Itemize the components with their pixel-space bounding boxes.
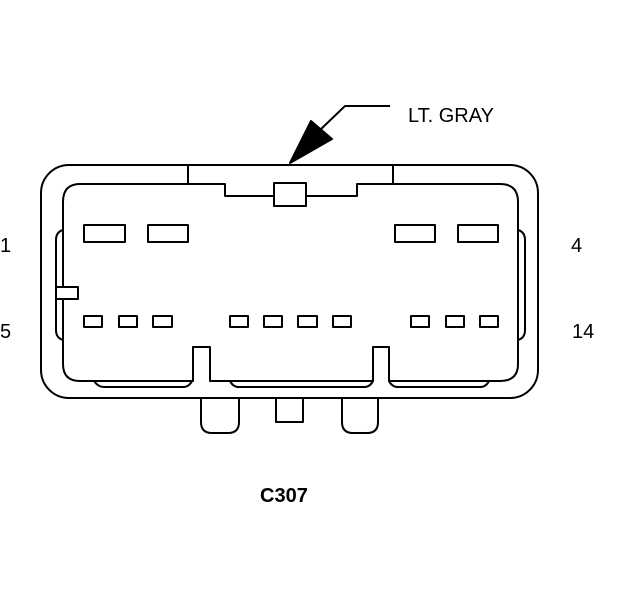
terminal-cavity — [118, 315, 138, 328]
color-leader-line — [319, 105, 390, 131]
bottom-latch-tabs — [200, 398, 379, 434]
bottom-rail-middle — [229, 380, 374, 388]
terminal-cavity — [229, 315, 249, 328]
terminal-cavity — [479, 315, 499, 328]
polarization-tab — [55, 286, 79, 300]
latch-tab-middle — [275, 398, 304, 423]
bottom-rails — [93, 380, 490, 388]
side-rib-left — [55, 229, 64, 341]
terminal-row-bottom — [83, 315, 499, 328]
key-notch — [273, 182, 307, 207]
terminal-cavity — [457, 224, 499, 243]
connector-cavity — [62, 183, 519, 382]
side-rib-right — [517, 229, 526, 341]
terminal-cavity — [445, 315, 465, 328]
terminal-cavity — [263, 315, 283, 328]
terminal-cavity — [83, 224, 126, 243]
bottom-rail-right — [388, 380, 490, 388]
terminal-cavity — [410, 315, 430, 328]
terminal-cavity — [297, 315, 318, 328]
pin-label-14: 14 — [572, 321, 595, 343]
terminal-cavity — [83, 315, 103, 328]
terminal-cavity — [147, 224, 189, 243]
wire-color-label: LT. GRAY — [408, 105, 494, 127]
terminal-cavity — [394, 224, 436, 243]
bottom-rail-left — [93, 380, 193, 388]
latch-tab-left — [200, 398, 240, 434]
terminal-cavity — [152, 315, 173, 328]
terminal-row-top — [83, 224, 499, 243]
leader-arrowhead — [289, 120, 333, 164]
pin-label-4: 4 — [571, 235, 583, 257]
pin-label-5: 5 — [0, 321, 12, 343]
connector-id: C307 — [260, 485, 308, 507]
terminal-cavity — [332, 315, 352, 328]
pin-label-1: 1 — [0, 235, 12, 257]
latch-tab-right — [341, 398, 379, 434]
